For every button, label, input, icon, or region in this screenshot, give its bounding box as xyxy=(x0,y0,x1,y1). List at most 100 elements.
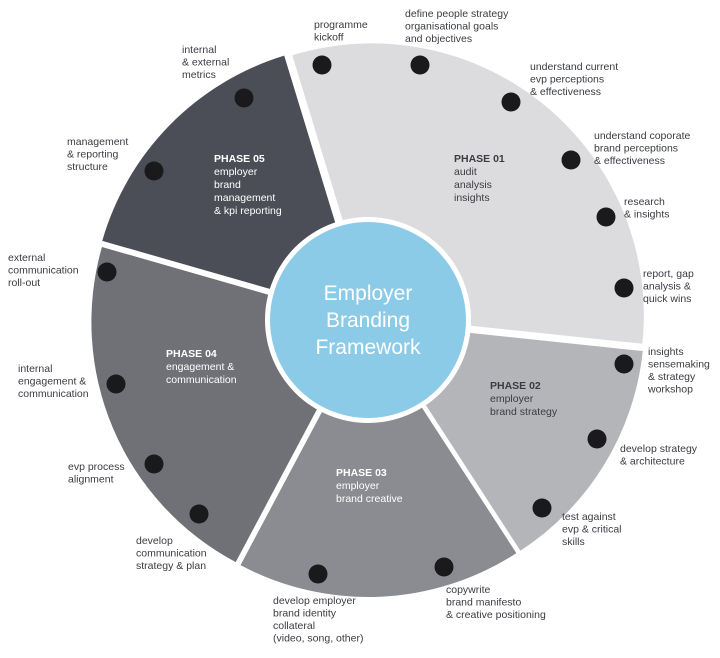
center-title-line: Employer xyxy=(324,282,413,305)
step-marker-dot xyxy=(434,557,454,577)
step-label-line: engagement & xyxy=(18,376,86,388)
step-label-line: develop xyxy=(136,535,173,547)
phase-title: PHASE 01 xyxy=(454,153,505,165)
step-label-line: analysis & xyxy=(643,281,691,293)
step-marker-dot xyxy=(410,55,430,75)
step-label-line: insights xyxy=(648,346,684,358)
step-label-line: skills xyxy=(562,536,585,548)
step-label-line: metrics xyxy=(182,69,216,81)
phase-title: PHASE 04 xyxy=(166,348,217,360)
step-label-line: (video, song, other) xyxy=(273,633,363,645)
step-label-line: test against xyxy=(562,511,616,523)
step-marker-dot xyxy=(234,88,254,108)
step-label-line: evp process xyxy=(68,461,125,473)
step-marker-dot xyxy=(144,454,164,474)
step-marker-dot xyxy=(144,161,164,181)
step-marker-dot xyxy=(312,55,332,75)
step-label: research& insights xyxy=(624,196,670,221)
phase-line: brand strategy xyxy=(490,406,558,418)
step-label-line: communication xyxy=(18,388,89,400)
step-label-line: & architecture xyxy=(620,456,685,468)
step-label-line: strategy & plan xyxy=(136,560,206,572)
step-marker-dot xyxy=(501,92,521,112)
step-label-line: organisational goals xyxy=(405,21,498,33)
step-label-line: external xyxy=(8,252,45,264)
step-label-line: & creative positioning xyxy=(446,609,546,621)
step-marker-dot xyxy=(561,150,581,170)
step-label-line: internal xyxy=(18,363,52,375)
phase-line: brand xyxy=(214,179,241,191)
step-label-line: kickoff xyxy=(314,32,344,44)
step-label-line: brand identity xyxy=(273,608,337,620)
step-markers xyxy=(97,55,634,584)
phase-title: PHASE 02 xyxy=(490,380,541,392)
step-label-line: communication xyxy=(136,548,207,560)
phase-line: management xyxy=(214,192,275,204)
step-marker-dot xyxy=(189,504,209,524)
step-label-line: & insights xyxy=(624,209,670,221)
phase-line: brand creative xyxy=(336,493,403,505)
step-marker-dot xyxy=(308,564,328,584)
phase-title: PHASE 03 xyxy=(336,467,387,479)
phase-segment-p3 xyxy=(240,324,517,597)
step-label-line: brand perceptions xyxy=(594,143,678,155)
phase-line: employer xyxy=(336,480,380,492)
step-label: develop strategy& architecture xyxy=(620,443,698,468)
center-title-line: Framework xyxy=(315,336,421,359)
step-label-line: structure xyxy=(67,161,108,173)
step-label-line: research xyxy=(624,196,665,208)
step-label-line: develop strategy xyxy=(620,443,698,455)
step-label-line: collateral xyxy=(273,620,315,632)
phase-line: communication xyxy=(166,374,237,386)
step-marker-dot xyxy=(596,207,616,227)
phase-line: employer xyxy=(214,166,258,178)
step-label-line: evp & critical xyxy=(562,524,622,536)
step-marker-dot xyxy=(614,354,634,374)
step-marker-dot xyxy=(614,278,634,298)
step-label-line: sensemaking xyxy=(648,359,710,371)
step-label-line: management xyxy=(67,136,128,148)
step-label-line: define people strategy xyxy=(405,8,509,20)
step-label-line: communication xyxy=(8,265,79,277)
step-label-line: copywrite xyxy=(446,584,491,596)
step-label-line: report, gap xyxy=(643,268,694,280)
step-label-line: alignment xyxy=(68,474,114,486)
step-label-line: quick wins xyxy=(643,293,691,305)
phase-line: & kpi reporting xyxy=(214,205,282,217)
step-label-line: develop employer xyxy=(273,595,356,607)
step-marker-dot xyxy=(106,374,126,394)
step-label-line: internal xyxy=(182,44,216,56)
phase-line: engagement & xyxy=(166,361,234,373)
step-label-line: evp perceptions xyxy=(530,74,604,86)
step-label-line: programme xyxy=(314,19,368,31)
step-label-line: workshop xyxy=(647,384,693,396)
step-label-line: & external xyxy=(182,57,229,69)
phase-title: PHASE 05 xyxy=(214,153,265,165)
step-label-line: roll-out xyxy=(8,277,40,289)
step-label-line: understand coporate xyxy=(594,130,690,142)
step-marker-dot xyxy=(587,429,607,449)
step-label-line: and objectives xyxy=(405,33,472,45)
phase-line: analysis xyxy=(454,179,492,191)
step-label-line: & effectiveness xyxy=(530,86,601,98)
phase-line: audit xyxy=(454,166,477,178)
step-label-line: & effectiveness xyxy=(594,155,665,167)
